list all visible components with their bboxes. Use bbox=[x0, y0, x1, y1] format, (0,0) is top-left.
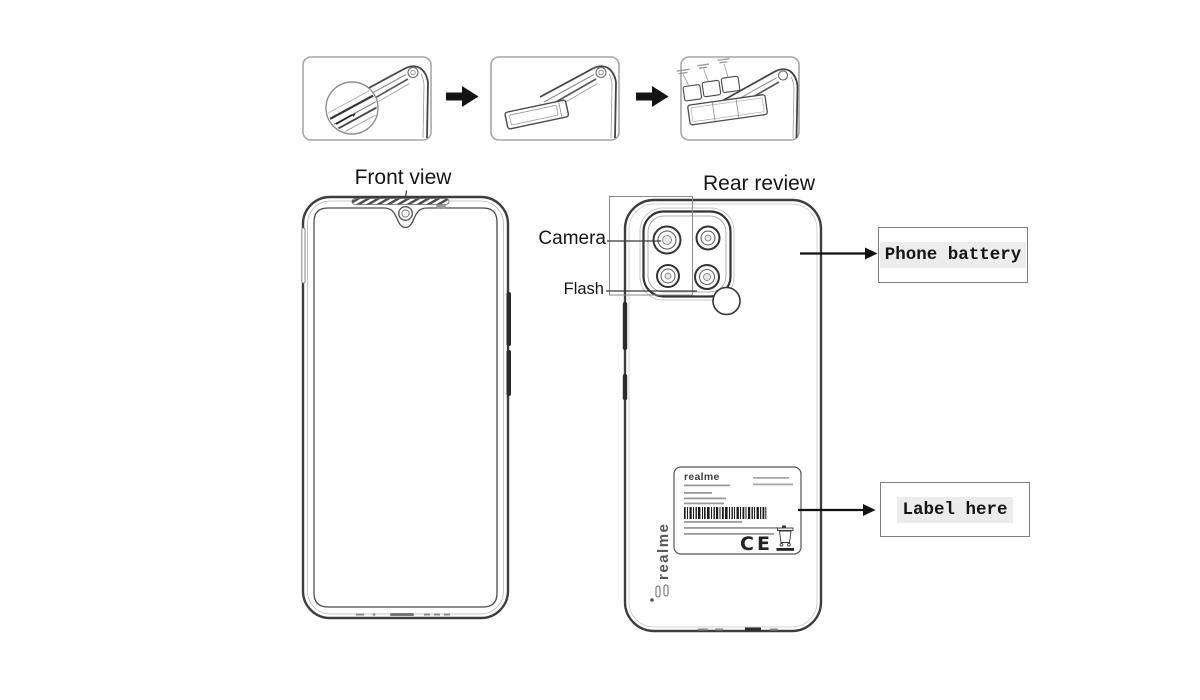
corner-camera-dot bbox=[407, 66, 419, 79]
ce-mark: CE bbox=[740, 533, 773, 555]
eject-pin-icon bbox=[335, 114, 353, 125]
sim-step-panel-3 bbox=[676, 56, 800, 141]
rear-regulatory-marks bbox=[650, 584, 669, 602]
earpiece-speaker bbox=[351, 198, 450, 205]
rear-phone-figure: realme bbox=[622, 198, 823, 633]
front-camera bbox=[398, 205, 414, 221]
flash-label: Flash bbox=[563, 280, 604, 298]
rear-volume-button bbox=[622, 302, 628, 350]
power-button bbox=[506, 350, 511, 396]
sim-tray-cards-icon bbox=[676, 58, 768, 126]
callout-arrow-battery bbox=[800, 247, 878, 260]
weee-bin-icon bbox=[776, 525, 794, 551]
camera-lens-top-left bbox=[652, 225, 682, 255]
screen bbox=[313, 207, 498, 608]
regulatory-label: realme bbox=[673, 466, 802, 555]
card-slot-1 bbox=[682, 84, 703, 102]
magnifier-icon bbox=[325, 81, 379, 135]
card-slot-3 bbox=[720, 75, 741, 94]
camera-bracket bbox=[606, 196, 697, 296]
phone-battery-callout: Phone battery bbox=[878, 227, 1028, 283]
fingerprint-sensor bbox=[712, 286, 741, 316]
label-brand-logo: realme bbox=[684, 471, 720, 483]
callout-arrow-label bbox=[798, 504, 876, 516]
sim-step-panel-2 bbox=[490, 56, 620, 141]
rear-bottom-ports bbox=[698, 627, 778, 631]
step-arrow-icon-1 bbox=[446, 86, 479, 107]
volume-button bbox=[506, 292, 511, 346]
card-slot-2 bbox=[701, 79, 722, 98]
proximity-sensor bbox=[436, 204, 446, 209]
label-here-text: Label here bbox=[897, 496, 1013, 523]
rear-power-button bbox=[622, 374, 628, 400]
sim-tray-ejected-icon bbox=[504, 99, 570, 130]
camera-label: Camera bbox=[538, 228, 606, 249]
barcode bbox=[684, 507, 767, 519]
front-phone-figure bbox=[301, 195, 511, 620]
sim-tray-slot bbox=[301, 227, 306, 284]
camera-module bbox=[639, 207, 735, 301]
bottom-ports bbox=[356, 613, 450, 616]
rear-view-label: Rear review bbox=[702, 172, 816, 195]
corner-camera-dot bbox=[595, 66, 607, 79]
rear-vertical-brand: realme bbox=[655, 523, 672, 580]
front-view-label: Front view bbox=[354, 166, 452, 189]
corner-camera-dot bbox=[777, 70, 789, 81]
step-arrow-icon-2 bbox=[636, 86, 669, 107]
camera-lens-top-right bbox=[695, 225, 721, 251]
camera-lens-bottom-right bbox=[694, 264, 720, 290]
tiny-slot-labels bbox=[676, 58, 730, 75]
phone-battery-text: Phone battery bbox=[879, 242, 1027, 268]
label-here-callout: Label here bbox=[880, 482, 1030, 537]
label-fine-print bbox=[684, 477, 793, 535]
sim-step-panel-1 bbox=[302, 56, 432, 141]
camera-lens-bottom-left bbox=[656, 264, 680, 288]
